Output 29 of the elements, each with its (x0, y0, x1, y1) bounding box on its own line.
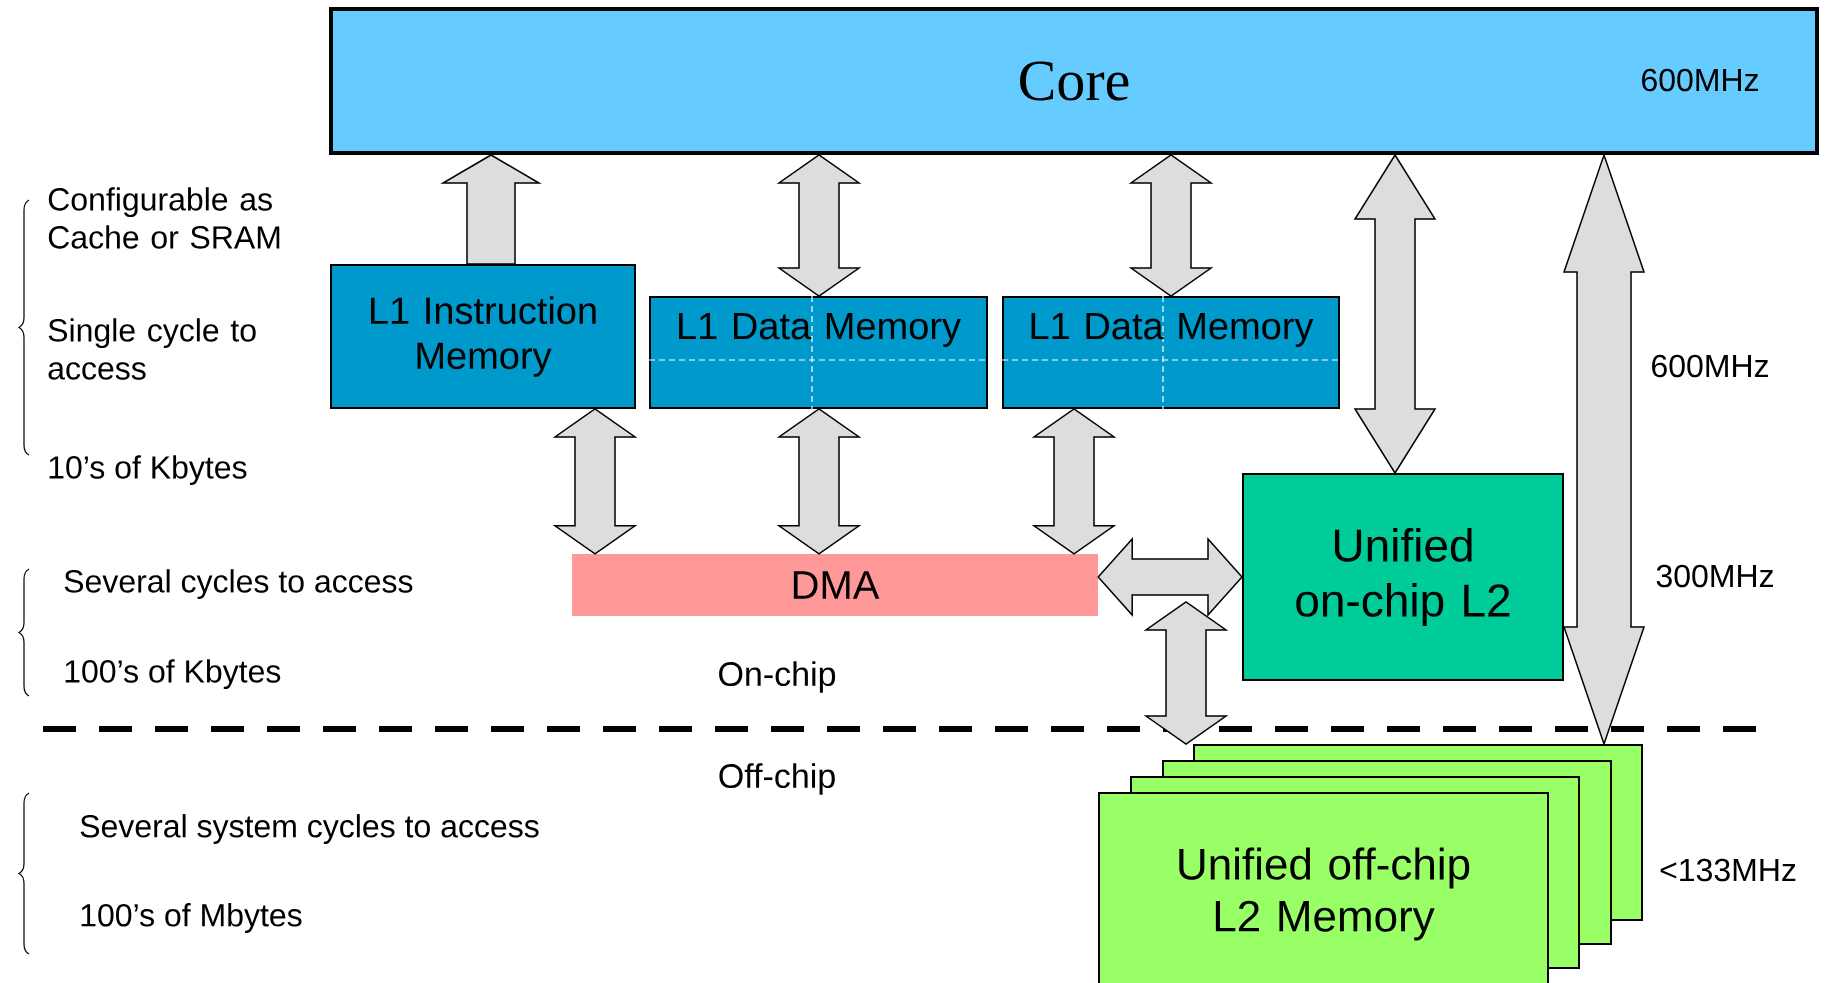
memory-box: L1 Data Memory (648, 295, 989, 410)
core-box: Core 600MHz (329, 7, 1819, 155)
memory-stack: Unified off-chip L2 Memory (1098, 744, 1643, 983)
note-text: Several system cycles to access (80, 814, 539, 844)
block-arrow (1562, 152, 1646, 747)
memory-box: L1 Instruction Memory (330, 264, 636, 409)
note-text: 100’s of Mbytes (81, 903, 302, 933)
frequency-label: 300MHz (1656, 564, 1773, 588)
frequency-label: 600MHz (1652, 354, 1768, 378)
note-text: 10’s of Kbytes (49, 455, 247, 485)
block-arrow (440, 154, 542, 265)
region-label: Off-chip (719, 763, 835, 795)
block-arrow (776, 408, 862, 555)
block-arrow (552, 408, 638, 555)
block-arrow (1353, 153, 1437, 475)
note-text: Several cycles to access (64, 569, 413, 599)
frequency-label: <133MHz (1660, 858, 1796, 882)
region-label: On-chip (719, 661, 836, 693)
note-text: Configurable as Cache or SRAM (48, 187, 280, 249)
dma-bar: DMA (572, 554, 1098, 616)
note-text: 100’s of Kbytes (65, 659, 281, 689)
memory-box: L1 Data Memory (1001, 295, 1341, 410)
memory-box: Unified on-chip L2 (1242, 473, 1564, 681)
block-arrow (1031, 408, 1117, 555)
note-text: Single cycle to access (48, 318, 256, 380)
block-arrow (1143, 601, 1229, 745)
block-arrow (776, 154, 862, 297)
block-arrow (1128, 154, 1214, 297)
block-arrow (1097, 537, 1243, 617)
